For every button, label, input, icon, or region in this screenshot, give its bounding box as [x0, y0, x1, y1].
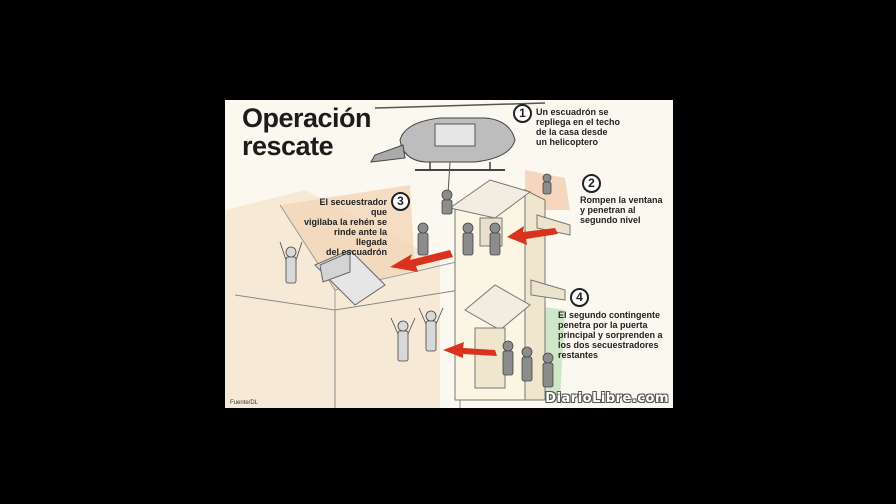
- porch-roof: [464, 284, 531, 331]
- step-1-badge: 1: [513, 104, 532, 123]
- helicopter-door: [434, 123, 476, 147]
- house-scene: [225, 102, 571, 408]
- front-door-frame: [474, 327, 506, 389]
- rotor-blade: [374, 102, 546, 109]
- helicopter: [370, 102, 546, 171]
- soldier-group-roof: [441, 173, 552, 215]
- infographic-panel: Operación rescate 1 Un escuadrón se repl…: [225, 100, 673, 408]
- kidnapper-surrendering: [279, 241, 303, 284]
- title-line-1: Operación: [242, 103, 372, 133]
- arrow-door: [443, 342, 497, 358]
- step-1-text: Un escuadrón se repliega en el techo de …: [536, 107, 621, 147]
- movement-arrows: [390, 226, 558, 358]
- gable-roof: [448, 179, 532, 219]
- arrow-upper-left: [390, 250, 453, 272]
- step-4-badge: 4: [570, 288, 589, 307]
- step-2-text: Rompen la ventana y penetran al segundo …: [580, 195, 663, 225]
- step-4-text: El segundo contingente penetra por la pu…: [558, 310, 663, 360]
- lower-awning: [530, 279, 566, 301]
- watermark-logo: DiarioLibre.com: [545, 391, 669, 406]
- soldier-group-ground: [502, 340, 554, 388]
- sofa-back: [319, 251, 351, 283]
- soldier-group-upper: [417, 222, 501, 256]
- step-2-badge: 2: [582, 174, 601, 193]
- helicopter-tail: [370, 144, 406, 163]
- page-title: Operación rescate: [242, 104, 402, 160]
- upper-floor-tint: [280, 185, 415, 290]
- kidnappers-ground: [390, 307, 444, 362]
- step-3-badge: 3: [391, 192, 410, 211]
- step-3-text: El secuestrador que vigilaba la rehén se…: [303, 197, 387, 257]
- window-awning: [536, 214, 571, 236]
- title-line-2: rescate: [242, 131, 334, 161]
- source-credit: Fuente/DL: [230, 400, 259, 406]
- arrow-window: [507, 226, 558, 245]
